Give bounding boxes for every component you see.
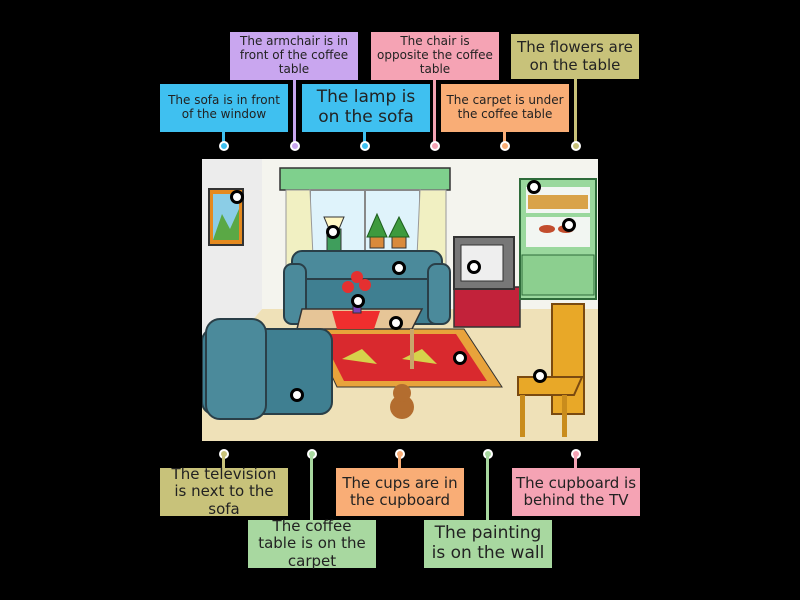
label-television[interactable]: The television is next to the sofa — [160, 466, 288, 517]
hotspot-cupboard[interactable] — [527, 180, 541, 194]
connector-dot — [360, 141, 370, 151]
label-cupboard[interactable]: The cupboard is behind the TV — [512, 468, 640, 516]
hotspot-painting[interactable] — [230, 190, 244, 204]
connector-line — [574, 79, 577, 144]
label-lamp[interactable]: The lamp is on the sofa — [302, 84, 430, 132]
label-chair[interactable]: The chair is opposite the coffee table — [371, 32, 499, 80]
connector-line — [433, 80, 436, 144]
connector-line — [574, 452, 577, 468]
connector-line — [398, 452, 401, 468]
connector-line — [363, 132, 366, 144]
label-coffee-table[interactable]: The coffee table is on the carpet — [248, 518, 376, 569]
label-painting[interactable]: The painting is on the wall — [424, 520, 552, 568]
connector-line — [486, 452, 489, 520]
hotspot-flowers[interactable] — [351, 294, 365, 308]
label-sofa[interactable]: The sofa is in front of the window — [160, 84, 288, 132]
connector-line — [503, 132, 506, 144]
hotspot-armchair[interactable] — [290, 388, 304, 402]
hotspot-coffee-table[interactable] — [389, 316, 403, 330]
connector-dot — [219, 141, 229, 151]
hotspot-carpet[interactable] — [453, 351, 467, 365]
connector-line — [293, 80, 296, 144]
label-flowers[interactable]: The flowers are on the table — [511, 34, 639, 79]
label-carpet[interactable]: The carpet is under the coffee table — [441, 84, 569, 132]
hotspot-lamp[interactable] — [326, 225, 340, 239]
living-room-illustration — [202, 159, 598, 441]
label-cups[interactable]: The cups are in the cupboard — [336, 468, 464, 516]
label-armchair[interactable]: The armchair is in front of the coffee t… — [230, 32, 358, 80]
hotspot-sofa[interactable] — [392, 261, 406, 275]
connector-dot — [290, 141, 300, 151]
connector-dot — [571, 141, 581, 151]
hotspot-chair[interactable] — [533, 369, 547, 383]
connector-line — [222, 132, 225, 144]
hotspot-cups[interactable] — [562, 218, 576, 232]
connector-line — [222, 452, 225, 468]
living-room-scene — [202, 159, 598, 441]
connector-dot — [430, 141, 440, 151]
connector-line — [310, 452, 313, 520]
hotspot-television[interactable] — [467, 260, 481, 274]
connector-dot — [500, 141, 510, 151]
